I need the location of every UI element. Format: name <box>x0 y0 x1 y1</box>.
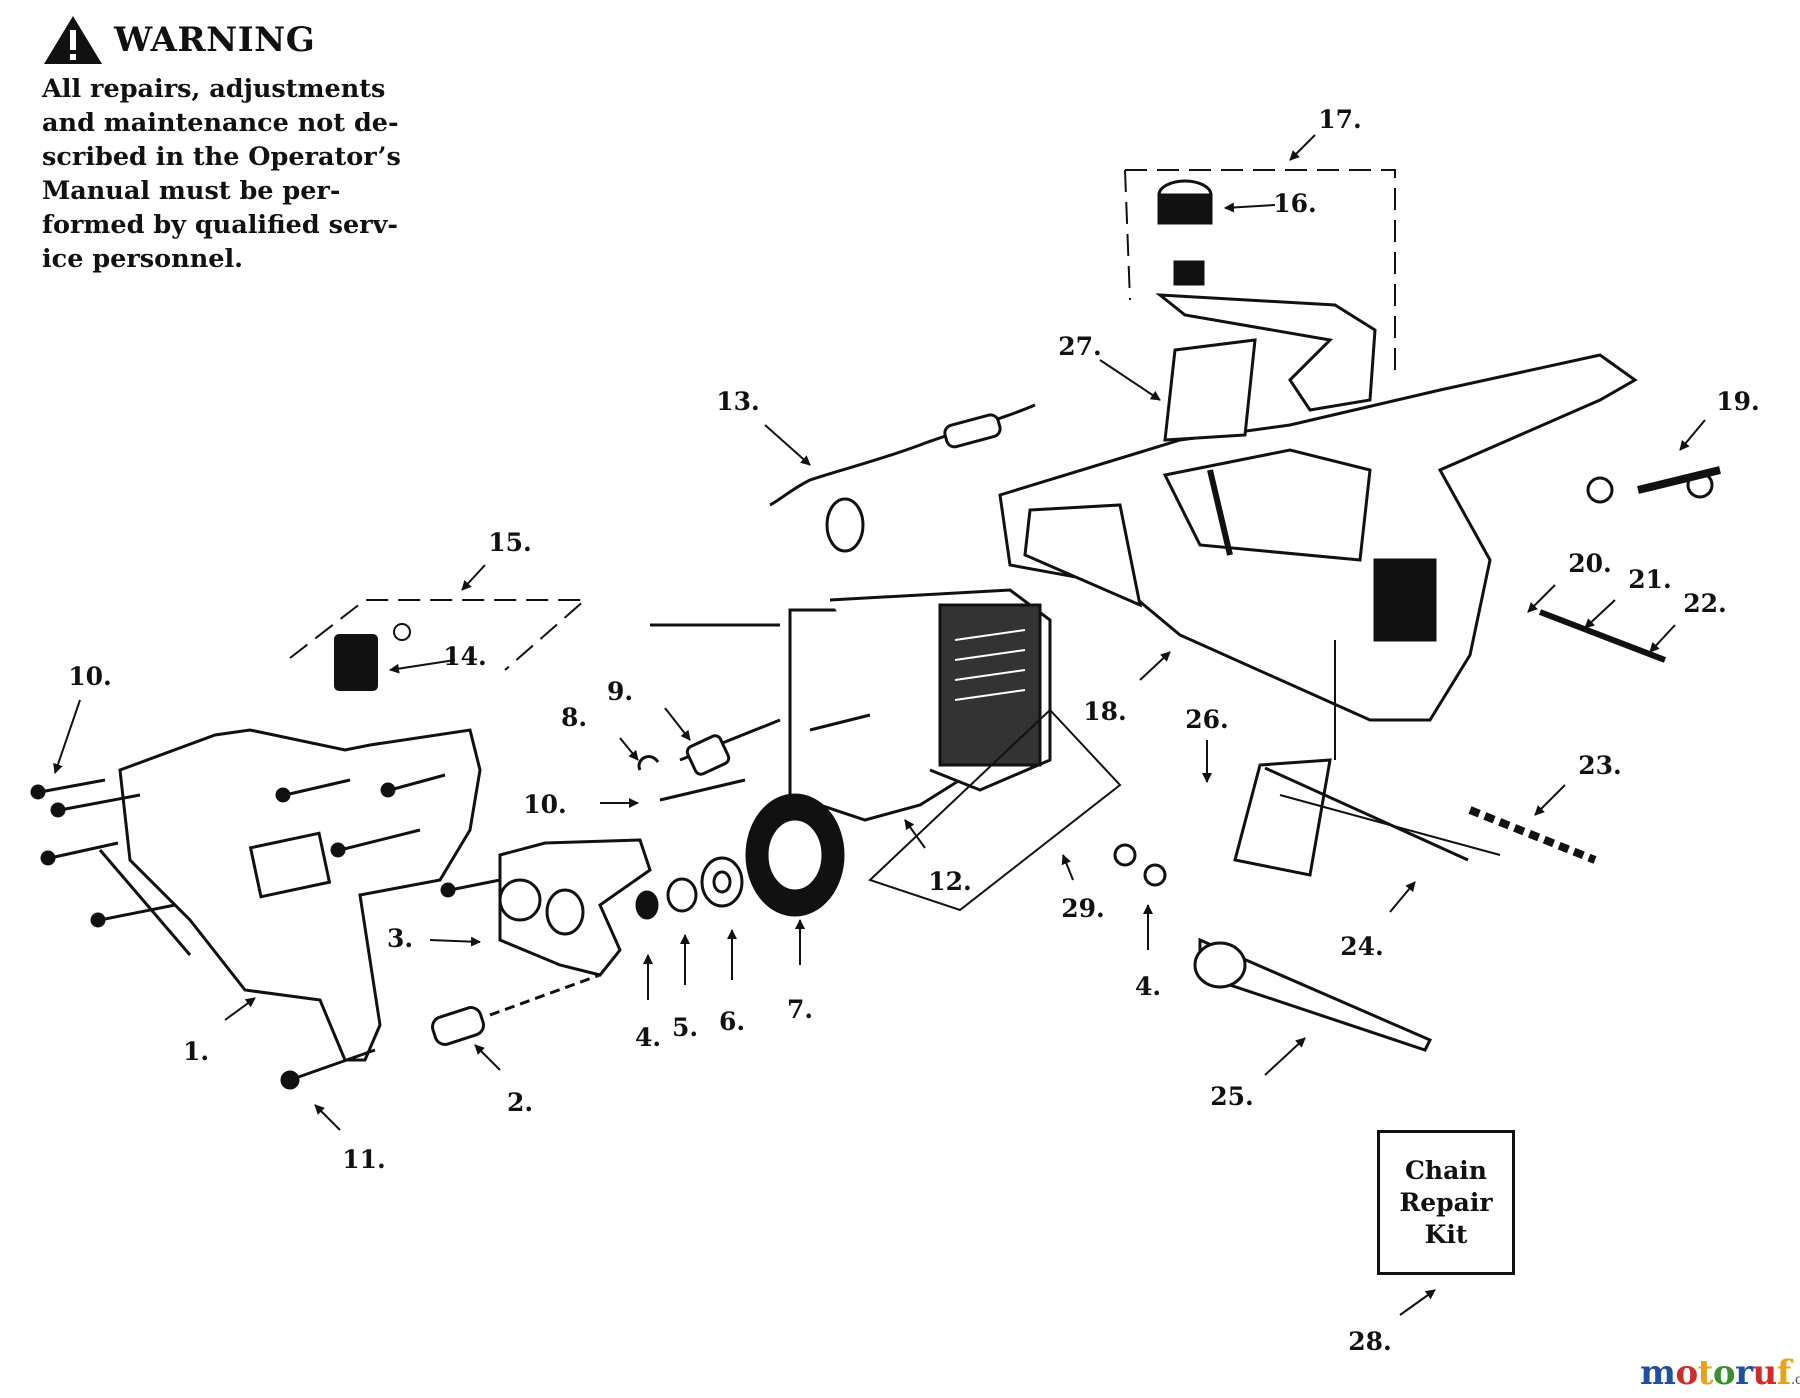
warning-line: scribed in the Operator’s <box>42 142 401 172</box>
callout-label: 23. <box>1578 751 1622 780</box>
callout-arrow <box>619 737 639 761</box>
pinion-part <box>637 734 746 802</box>
watermark-domain: .de <box>1790 1372 1800 1388</box>
spacer-part <box>430 973 601 1046</box>
callout-label: 29. <box>1061 894 1105 923</box>
warning-line: All repairs, adjustments <box>42 74 386 104</box>
kit-line: Repair <box>1399 1187 1493 1217</box>
callout-label: 18. <box>1083 697 1127 726</box>
callout-label: 19. <box>1716 387 1760 416</box>
callout-arrow <box>1264 1037 1306 1076</box>
callout-label: 22. <box>1683 589 1727 618</box>
callout-label: 2. <box>507 1088 533 1117</box>
callout-label: 17. <box>1318 105 1362 134</box>
callout-label: 27. <box>1058 332 1102 361</box>
warning-line: formed by qualified serv- <box>42 210 399 240</box>
callout-label: 8. <box>561 703 587 732</box>
warning-line: Manual must be per- <box>42 176 341 206</box>
callout-arrow <box>1584 599 1616 629</box>
callout-arrow <box>1289 134 1316 161</box>
callout-arrow <box>314 1104 341 1131</box>
housing-part <box>998 353 1638 722</box>
callout-arrow <box>1649 624 1676 653</box>
callout-label: 4. <box>1135 972 1161 1001</box>
callout-label: 26. <box>1185 705 1229 734</box>
callout-label: 15. <box>488 528 532 557</box>
power-cord-part <box>769 403 1036 553</box>
watermark-letter: f <box>1776 1353 1792 1393</box>
callout-label: 28. <box>1348 1327 1392 1356</box>
watermark-letter: m <box>1640 1353 1676 1393</box>
warning-title: WARNING <box>114 20 316 60</box>
callout-arrow <box>1139 651 1171 681</box>
callout-label: 7. <box>787 995 813 1024</box>
cover-screws <box>30 773 501 1090</box>
callout-label: 1. <box>183 1037 209 1066</box>
callout-label: 10. <box>523 790 567 819</box>
callout-arrow <box>1679 419 1706 451</box>
callout-arrow <box>224 997 256 1021</box>
callout-arrow <box>1389 881 1416 913</box>
callout-label: 21. <box>1628 565 1672 594</box>
callout-arrow <box>1061 854 1074 881</box>
sprocket-part <box>635 793 845 920</box>
watermark-letter: o <box>1712 1353 1736 1393</box>
callout-label: 6. <box>719 1007 745 1036</box>
callout-arrow <box>1399 1289 1436 1316</box>
motor-part <box>650 588 1052 822</box>
callout-arrow <box>764 424 811 466</box>
warning-line: ice personnel. <box>42 244 244 274</box>
watermark-letter: r <box>1735 1353 1753 1393</box>
callout-arrow <box>474 1044 501 1071</box>
kit-line: Chain <box>1405 1155 1487 1185</box>
watermark-letter: u <box>1752 1353 1778 1393</box>
callout-label: 4. <box>635 1023 661 1052</box>
bar-and-chain-part <box>1113 466 1721 1052</box>
callout-label: 16. <box>1273 189 1317 218</box>
warning-block: WARNING All repairs, adjustments and mai… <box>42 14 442 276</box>
watermark-letter: o <box>1675 1353 1698 1393</box>
callout-arrow <box>461 564 486 591</box>
callout-arrow <box>1527 584 1556 613</box>
callout-label: 5. <box>672 1013 698 1042</box>
callout-arrow <box>1534 784 1566 816</box>
warning-text: All repairs, adjustments and maintenance… <box>42 72 442 276</box>
callout-label: 14. <box>443 642 487 671</box>
kit-line: Kit <box>1424 1219 1468 1249</box>
callout-label: 20. <box>1568 549 1612 578</box>
callout-arrow <box>389 659 456 674</box>
warning-line: and maintenance not de- <box>42 108 399 138</box>
callout-label: 3. <box>387 924 413 953</box>
sprocket-cover-part <box>98 728 482 1062</box>
callout-arrow <box>1099 359 1161 401</box>
diagram-bracket-lines <box>868 640 1336 912</box>
chain-repair-kit-box: Chain Repair Kit <box>1377 1130 1515 1275</box>
warning-triangle-icon <box>44 16 102 64</box>
callout-label: 11. <box>342 1145 386 1174</box>
callout-arrow <box>53 699 81 774</box>
oil-cap-part <box>1124 169 1396 442</box>
connector-14-part <box>289 599 588 691</box>
callout-label: 10. <box>68 662 112 691</box>
callout-layer: 1. 2. 3. 4. 4. 5. 6. 7. 8. 9. 10. 10. 11. 12. 13. 14. 15… <box>53 105 1760 1356</box>
callout-label: 25. <box>1210 1082 1254 1111</box>
watermark-logo: motoruf.de <box>1640 1353 1800 1393</box>
callout-label: 12. <box>928 867 972 896</box>
callout-arrow <box>429 936 481 947</box>
callout-label: 24. <box>1340 932 1384 961</box>
plate-part <box>498 838 652 977</box>
watermark-letter: t <box>1697 1353 1714 1393</box>
callout-arrow <box>904 819 926 849</box>
callout-label: 13. <box>716 387 760 416</box>
callout-arrow <box>1224 202 1276 213</box>
callout-label: 9. <box>607 677 633 706</box>
watermark-letters: motoruf <box>1640 1353 1791 1393</box>
callout-arrow <box>664 707 691 741</box>
